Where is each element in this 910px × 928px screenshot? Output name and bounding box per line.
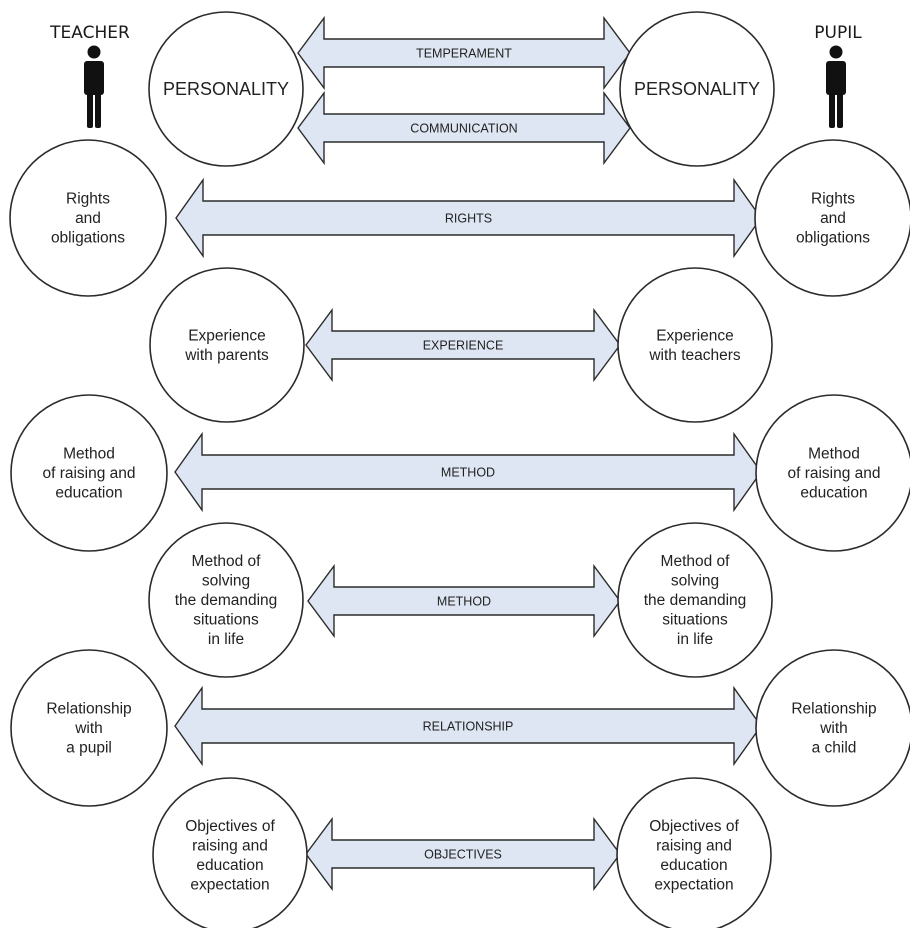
arrow-label-method-raising: METHOD <box>441 466 495 480</box>
arrow-label-experience: EXPERIENCE <box>423 339 504 353</box>
node-text-line: Method of <box>192 553 262 570</box>
node-teacher-method-raising: Method of raising and education <box>10 394 168 552</box>
node-text-line: situations <box>662 612 728 629</box>
node-text-line: raising and <box>192 837 268 854</box>
node-circle <box>754 139 910 297</box>
node-pupil-objectives: Objectives of raising and education expecta… <box>616 777 772 928</box>
arrow-experience: EXPERIENCE <box>305 307 621 383</box>
node-text-line: of raising and <box>42 465 135 482</box>
arrow-communication: COMMUNICATION <box>297 90 631 166</box>
node-text-line: in life <box>677 631 713 648</box>
node-text-line: and <box>820 210 846 227</box>
node-text-line: Method <box>63 446 115 463</box>
arrow-relationship: RELATIONSHIP <box>174 685 762 767</box>
node-text-line: with parents <box>184 347 269 364</box>
node-text-line: a child <box>812 740 857 757</box>
node-text-line: expectation <box>654 876 733 893</box>
node-text-line: education <box>800 485 867 502</box>
arrow-label-relationship: RELATIONSHIP <box>423 720 514 734</box>
node-text-line: Experience <box>656 327 734 344</box>
node-pupil-method-raising: Method of raising and education <box>755 394 910 552</box>
node-text-line: Objectives of <box>649 818 739 835</box>
node-circle <box>10 394 168 552</box>
arrow-method-solving: METHOD <box>307 563 621 639</box>
node-pupil-relationship: Relationship with a child <box>755 649 910 807</box>
node-text-line: with teachers <box>648 347 741 364</box>
arrow-label-method-solving: METHOD <box>437 595 491 609</box>
node-text-line: raising and <box>656 837 732 854</box>
arrow-label-rights: RIGHTS <box>445 212 492 226</box>
node-teacher-method-solving: Method of solving the demanding situations i… <box>148 522 304 678</box>
teacher-title: TEACHER <box>49 23 130 43</box>
node-text-line: Rights <box>811 191 855 208</box>
node-teacher-rights: Rights and obligations <box>9 139 167 297</box>
node-text-line: and <box>75 210 101 227</box>
node-teacher-objectives: Objectives of raising and education expecta… <box>152 777 308 928</box>
node-text-line: with <box>74 720 103 737</box>
node-circle <box>9 139 167 297</box>
node-circle <box>148 522 304 678</box>
node-circle <box>617 522 773 678</box>
node-text-line: solving <box>202 573 250 590</box>
node-pupil-personality: PERSONALITY <box>619 11 775 167</box>
node-text-line: obligations <box>796 230 870 247</box>
teacher-person-icon <box>84 45 104 128</box>
node-text-line: PERSONALITY <box>163 79 289 99</box>
pupil-title: PUPIL <box>814 23 862 43</box>
node-teacher-relationship: Relationship with a pupil <box>10 649 168 807</box>
node-pupil-experience: Experience with teachers <box>617 267 773 423</box>
arrow-label-communication: COMMUNICATION <box>410 122 517 136</box>
node-circle <box>149 267 305 423</box>
node-circle <box>616 777 772 928</box>
node-text-line: of raising and <box>787 465 880 482</box>
arrow-rights: RIGHTS <box>175 177 762 259</box>
node-circle <box>617 267 773 423</box>
node-circle <box>10 649 168 807</box>
node-text-line: education <box>196 857 263 874</box>
node-circle <box>148 11 304 167</box>
node-text-line: Objectives of <box>185 818 275 835</box>
node-text-line: obligations <box>51 230 125 247</box>
node-text-line: Rights <box>66 191 110 208</box>
node-pupil-rights: Rights and obligations <box>754 139 910 297</box>
node-text-line: education <box>660 857 727 874</box>
node-text-line: solving <box>671 573 719 590</box>
node-text-line: the demanding <box>175 592 278 609</box>
arrow-temperament: TEMPERAMENT <box>297 15 631 91</box>
node-text-line: Method <box>808 446 860 463</box>
node-circle <box>619 11 775 167</box>
arrow-label-objectives: OBJECTIVES <box>424 848 502 862</box>
arrow-label-temperament: TEMPERAMENT <box>416 47 512 61</box>
arrow-objectives: OBJECTIVES <box>305 816 621 892</box>
node-text-line: Relationship <box>791 701 876 718</box>
node-text-line: in life <box>208 631 244 648</box>
arrow-method-raising: METHOD <box>174 431 762 513</box>
node-text-line: expectation <box>190 876 269 893</box>
node-circle <box>755 649 910 807</box>
node-teacher-experience: Experience with parents <box>149 267 305 423</box>
node-text-line: Method of <box>661 553 731 570</box>
node-circle <box>152 777 308 928</box>
node-teacher-personality: PERSONALITY <box>148 11 304 167</box>
pupil-person-icon <box>826 45 846 128</box>
node-text-line: the demanding <box>644 592 747 609</box>
node-pupil-method-solving: Method of solving the demanding situations i… <box>617 522 773 678</box>
node-text-line: PERSONALITY <box>634 79 760 99</box>
node-text-line: Experience <box>188 327 266 344</box>
node-text-line: a pupil <box>66 740 112 757</box>
node-text-line: situations <box>193 612 259 629</box>
node-text-line: education <box>55 485 122 502</box>
node-circle <box>755 394 910 552</box>
node-text-line: with <box>819 720 848 737</box>
node-text-line: Relationship <box>46 701 131 718</box>
